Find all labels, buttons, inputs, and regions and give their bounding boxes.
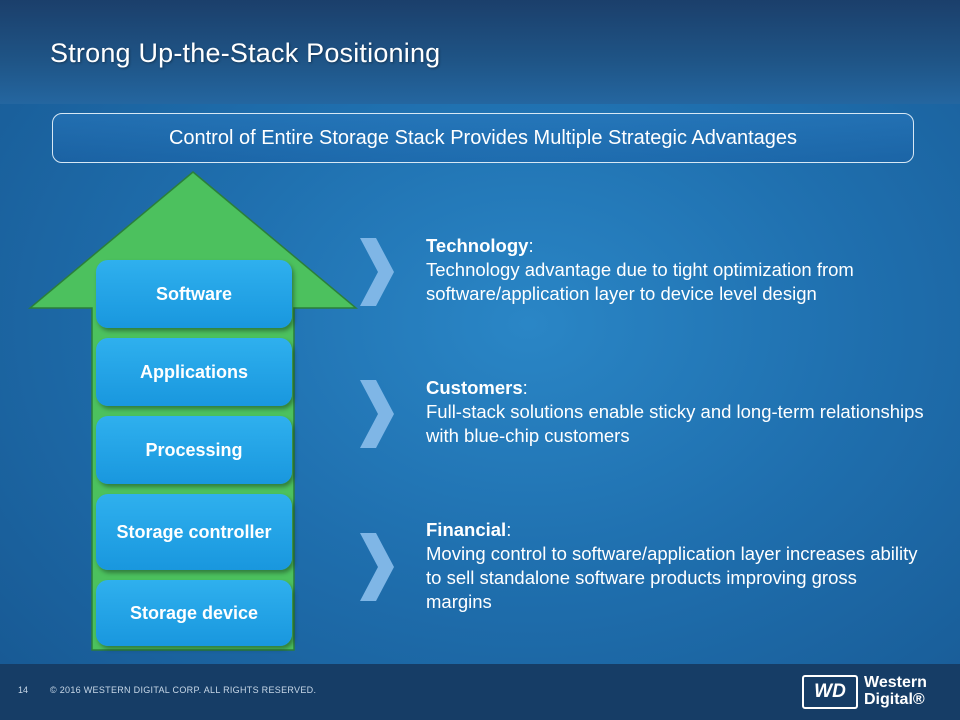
stack-layer-processing: Processing [96, 416, 292, 484]
western-digital-logo: WD [802, 675, 858, 709]
chevron-right-icon [360, 380, 394, 448]
copyright-text: © 2016 WESTERN DIGITAL CORP. ALL RIGHTS … [50, 685, 317, 695]
title-bar [0, 0, 960, 104]
advantage-customers: Customers: Full-stack solutions enable s… [426, 376, 926, 448]
company-name-line2: Digital® [864, 691, 925, 708]
advantage-body: Technology advantage due to tight optimi… [426, 259, 854, 304]
stack-layer-software: Software [96, 260, 292, 328]
advantage-body: Full-stack solutions enable sticky and l… [426, 401, 924, 446]
heading-colon: : [506, 519, 512, 540]
advantage-heading: Customers [426, 377, 523, 398]
slide-title: Strong Up-the-Stack Positioning [50, 38, 441, 68]
heading-colon: : [522, 377, 528, 398]
chevron-right-icon [360, 533, 394, 601]
heading-colon: : [528, 235, 534, 256]
company-name: Western Digital® [864, 674, 927, 708]
advantage-body: Moving control to software/application l… [426, 543, 918, 612]
advantage-technology: Technology: Technology advantage due to … [426, 234, 926, 306]
company-name-line1: Western [864, 674, 927, 691]
stack-layer-storage-device: Storage device [96, 580, 292, 646]
banner-text: Control of Entire Storage Stack Provides… [168, 126, 798, 149]
stack-layer-storage-controller: Storage controller [96, 494, 292, 570]
advantage-financial: Financial: Moving control to software/ap… [426, 518, 926, 614]
chevron-right-icon [360, 238, 394, 306]
banner-box: Control of Entire Storage Stack Provides… [52, 113, 914, 163]
advantage-heading: Technology [426, 235, 529, 256]
page-number: 14 [18, 685, 29, 695]
footer-bar [0, 664, 960, 720]
stack-layer-applications: Applications [96, 338, 292, 406]
advantage-heading: Financial [426, 519, 507, 540]
